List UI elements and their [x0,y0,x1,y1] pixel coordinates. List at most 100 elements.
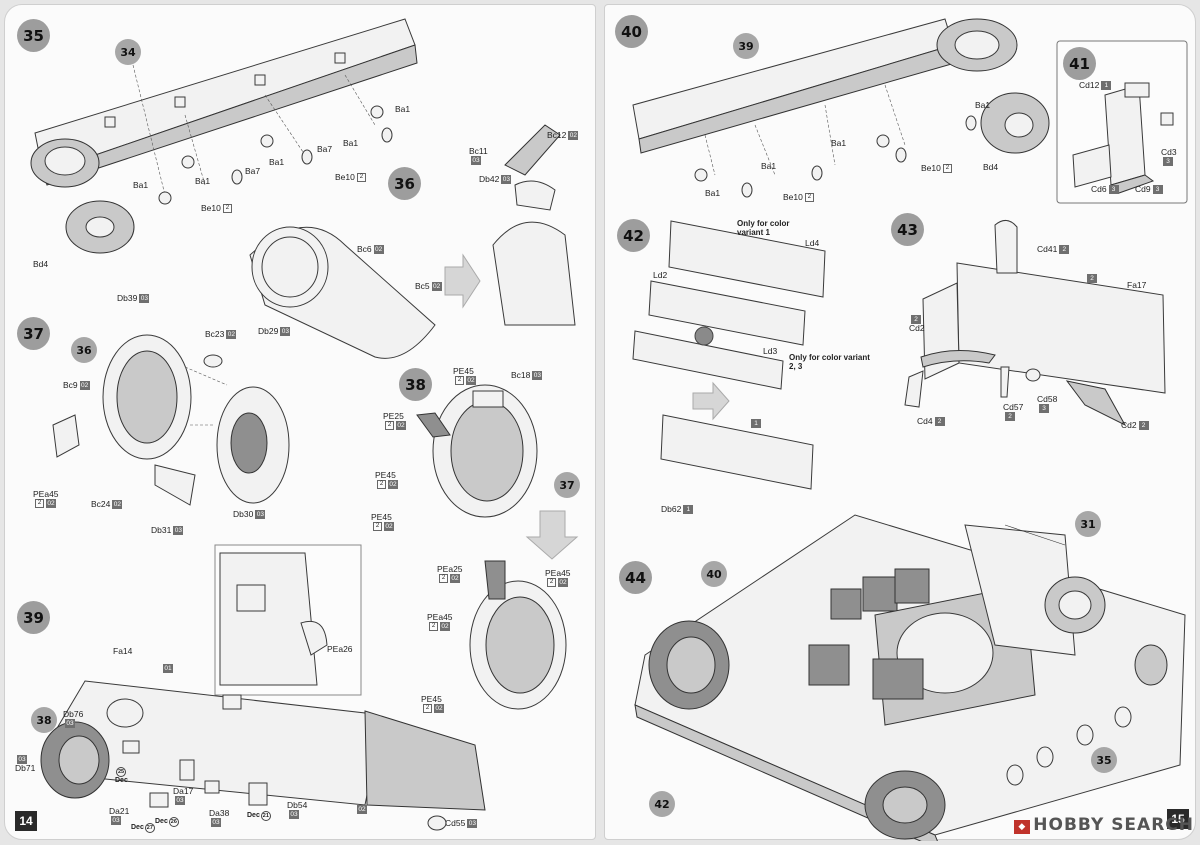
label-ba7-a: Ba7 [317,144,333,154]
step-36-badge: 36 [388,167,421,200]
label-ba1-r2: Ba1 [831,138,847,148]
note-color-variant-1: Only for color variant 1 [737,219,790,238]
label-ld4: Ld4 [805,238,820,248]
step-43-badge: 43 [891,213,924,246]
step-35-badge: 35 [17,19,50,52]
step-39-badge: 39 [17,601,50,634]
label-bd4-r: Bd4 [983,162,999,172]
page-number-right: 15 [1167,809,1189,829]
left-page-drawings [30,18,579,831]
page-number-left: 14 [15,811,37,831]
step44-drawing [634,514,1186,841]
step38-drawing [416,384,579,710]
label-fa14-box: 01 [163,664,173,674]
label-fa14: Fa14 [113,646,133,656]
label-ld3: Ld3 [763,346,778,356]
step-40-badge: 40 [615,15,648,48]
hobby-search-logo-icon: ◆ [1014,820,1031,834]
label-ba1-c: Ba1 [269,157,285,167]
step36-drawing [249,124,576,359]
step41-drawing [1056,40,1188,204]
label-ba1-b: Ba1 [343,138,359,148]
label-bd4: Bd4 [33,259,49,269]
step35-drawing [30,18,418,254]
label-ba1-a: Ba1 [395,104,411,114]
label-ba1-r4: Ba1 [705,188,721,198]
label-box-1: 1 [749,419,761,429]
ref-31: 31 [1075,511,1101,537]
label-box-02: 02 [357,805,367,815]
label-ba1-e: Ba1 [133,180,149,190]
ref-42: 42 [649,791,675,817]
step-42-badge: 42 [617,219,650,252]
label-ld2: Ld2 [653,270,668,280]
ref-34: 34 [115,39,141,65]
note-color-variant-23: Only for color variant 2, 3 [789,353,870,372]
step40-drawing [632,18,1050,198]
label-fa17: Fa17 [1127,280,1147,290]
step42-drawing [632,220,826,490]
right-page-drawings [632,18,1188,841]
step-44-badge: 44 [619,561,652,594]
ref-39: 39 [733,33,759,59]
label-ba1-r3: Ba1 [761,161,777,171]
step39-drawing [40,544,486,831]
step-38-badge: 38 [399,368,432,401]
label-box-2: 2 [1085,274,1097,284]
ref-40: 40 [701,561,727,587]
right-page: 40 41 42 43 44 39 40 31 42 35 Ba1 Ba1 Ba… [604,4,1196,841]
label-ba7-b: Ba7 [245,166,261,176]
step43-drawing [904,220,1166,427]
label-ba1-r1: Ba1 [975,100,991,110]
ref-38: 38 [31,707,57,733]
ref-36: 36 [71,337,97,363]
label-ba1-d: Ba1 [195,176,211,186]
label-pea26: PEa26 [327,644,353,654]
ref-35: 35 [1091,747,1117,773]
watermark-hobby-search: ◆HOBBY SEARCH [1014,815,1194,835]
ref-37: 37 [554,472,580,498]
